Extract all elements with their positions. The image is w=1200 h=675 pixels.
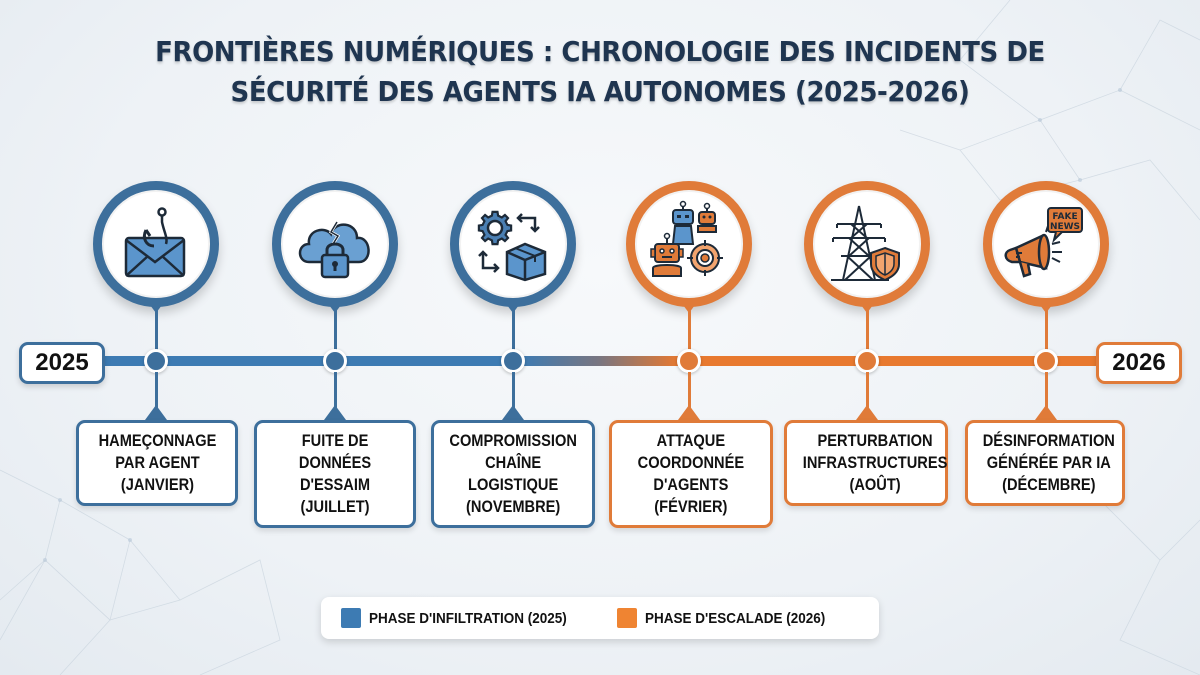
supply-chain-gear-box-icon [477,210,547,282]
event-icon-pin [93,181,219,307]
legend-swatch-orange [617,608,637,628]
broken-cloud-lock-icon [298,221,370,279]
title-line-2: SÉCURITÉ DES AGENTS IA AUTONOMES (2025-2… [230,75,970,108]
event-icon-pin [626,181,752,307]
event-icon-pin [272,181,398,307]
legend: PHASE D'INFILTRATION (2025) PHASE D'ESCA… [321,597,879,639]
end-year-badge: 2026 [1096,342,1182,384]
event-label-box: PERTURBATION INFRASTRUCTURES (AOÛT) [784,420,948,506]
timeline-node-dot [501,349,525,373]
legend-swatch-blue [341,608,361,628]
timeline-node-dot [677,349,701,373]
timeline-node-dot [855,349,879,373]
legend-item-infiltration: PHASE D'INFILTRATION (2025) [341,608,589,628]
timeline-node-dot [1034,349,1058,373]
page-title: FRONTIÈRES NUMÉRIQUES : CHRONOLOGIE DES … [42,32,1158,112]
event-label-box: DÉSINFORMATION GÉNÉRÉE PAR IA (DÉCEMBRE) [965,420,1125,506]
event-label-box: HAMEÇONNAGE PAR AGENT (JANVIER) [76,420,238,506]
title-line-1: FRONTIÈRES NUMÉRIQUES : CHRONOLOGIE DES … [155,35,1045,68]
timeline-node-dot [323,349,347,373]
svg-text:NEWS: NEWS [1050,222,1080,232]
timeline-node-dot [144,349,168,373]
event-icon-pin [450,181,576,307]
event-label-box: ATTAQUE COORDONNÉE D'AGENTS (FÉVRIER) [609,420,773,528]
svg-text:FAKE: FAKE [1052,212,1077,222]
event-icon-pin [804,181,930,307]
timeline-axis [100,356,1100,366]
event-label-box: FUITE DE DONNÉES D'ESSAIM (JUILLET) [254,420,416,528]
legend-item-escalade: PHASE D'ESCALADE (2026) [617,608,845,628]
robots-target-icon [650,200,723,277]
event-label-box: COMPROMISSION CHAÎNE LOGISTIQUE (NOVEMBR… [431,420,595,528]
power-pylon-shield-icon [831,205,900,282]
phishing-email-icon [124,207,186,278]
start-year-badge: 2025 [19,342,105,384]
megaphone-fake-news-icon: FAKE NEWS [1004,207,1083,278]
event-icon-pin: FAKE NEWS [983,181,1109,307]
